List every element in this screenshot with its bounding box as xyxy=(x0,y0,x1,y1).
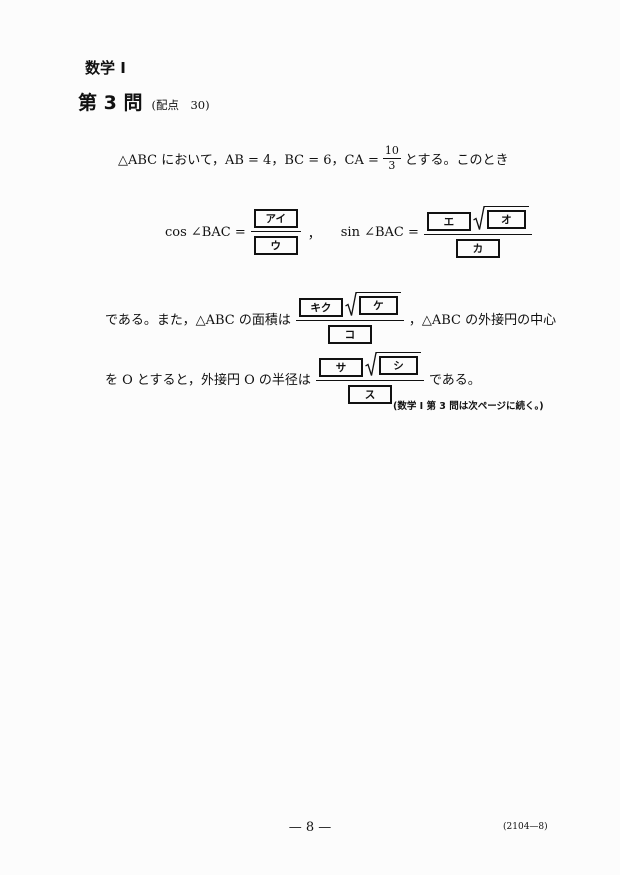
answer-box-ka: カ xyxy=(455,239,500,258)
area-line: である。また，△ABC の面積は キク ケ コ ，△ABC の外接円の中心 xyxy=(105,288,556,348)
fraction-bar xyxy=(423,234,532,235)
answer-box-u: ウ xyxy=(253,236,298,255)
radicand: シ xyxy=(376,352,421,375)
cos-label: cos ∠BAC = xyxy=(165,224,246,240)
answer-box-su: ス xyxy=(347,385,392,404)
radicand: オ xyxy=(484,206,529,229)
fraction-bar xyxy=(295,320,404,321)
answer-box-ai: アイ xyxy=(253,209,298,228)
ca-numerator: 10 xyxy=(384,143,399,157)
radius-text-after: である。 xyxy=(428,372,481,388)
answer-box-e: エ xyxy=(426,212,471,231)
page-number: — 8 — xyxy=(288,820,332,835)
radical-stroke xyxy=(345,292,357,316)
continue-note: (数学 I 第 3 問は次ページに続く。) xyxy=(393,401,544,412)
question-points: (配点 30) xyxy=(151,98,210,112)
sin-label: sin ∠BAC = xyxy=(340,224,419,240)
radicand: ケ xyxy=(356,292,401,315)
sin-numerator: エ オ xyxy=(424,206,532,231)
trig-line: cos ∠BAC = アイ ウ ， sin ∠BAC = エ オ カ xyxy=(165,202,537,262)
sin-fraction: エ オ カ xyxy=(423,206,532,258)
cos-numerator: アイ xyxy=(251,209,301,228)
sqrt-expression: シ xyxy=(365,352,421,377)
radical-stroke xyxy=(473,206,485,230)
radius-numerator: サ シ xyxy=(316,352,424,377)
ca-fraction: 10 3 xyxy=(382,143,401,172)
ca-denominator: 3 xyxy=(388,158,396,172)
radius-fraction: サ シ ス xyxy=(315,352,424,404)
radius-text-before: を O とすると，外接円 O の半径は xyxy=(105,372,311,388)
sqrt-expression: オ xyxy=(473,206,529,231)
radical-sign-icon xyxy=(345,292,357,316)
area-text-before: である。また，△ABC の面積は xyxy=(105,312,291,328)
radical-sign-icon xyxy=(473,206,485,230)
radical-sign-icon xyxy=(365,352,377,376)
subject-title: 数学 I xyxy=(85,59,126,77)
sqrt-expression: ケ xyxy=(345,292,401,317)
fraction-bar xyxy=(382,157,401,159)
cos-denominator: ウ xyxy=(251,236,301,255)
answer-box-shi: シ xyxy=(378,356,418,375)
radius-line: を O とすると，外接円 O の半径は サ シ ス である。 xyxy=(105,348,481,408)
exam-code: (2104—8) xyxy=(503,822,548,832)
question-heading: 第 3 問 (配点 30) xyxy=(78,88,210,115)
question-number: 第 3 問 xyxy=(78,92,143,114)
answer-box-o: オ xyxy=(486,210,526,229)
area-denominator: コ xyxy=(325,325,375,344)
cos-fraction: アイ ウ xyxy=(250,209,301,255)
answer-box-ke: ケ xyxy=(358,296,398,315)
area-numerator: キク ケ xyxy=(296,292,404,317)
answer-box-kiku: キク xyxy=(298,298,343,317)
radius-denominator: ス xyxy=(345,385,395,404)
sin-denominator: カ xyxy=(453,239,503,258)
fraction-bar xyxy=(315,380,424,381)
fraction-bar xyxy=(250,231,301,232)
answer-box-ko: コ xyxy=(327,325,372,344)
answer-box-sa: サ xyxy=(318,358,363,377)
area-fraction: キク ケ コ xyxy=(295,292,404,344)
separator-comma: ， xyxy=(307,226,321,242)
intro-line: △ABC において，AB = 4，BC = 6，CA = 10 3 とする。この… xyxy=(118,142,508,174)
intro-text-before: △ABC において，AB = 4，BC = 6，CA = xyxy=(118,152,379,168)
intro-text-after: とする。このとき xyxy=(404,152,509,168)
area-text-after: ，△ABC の外接円の中心 xyxy=(408,312,557,328)
radical-stroke xyxy=(365,352,377,376)
